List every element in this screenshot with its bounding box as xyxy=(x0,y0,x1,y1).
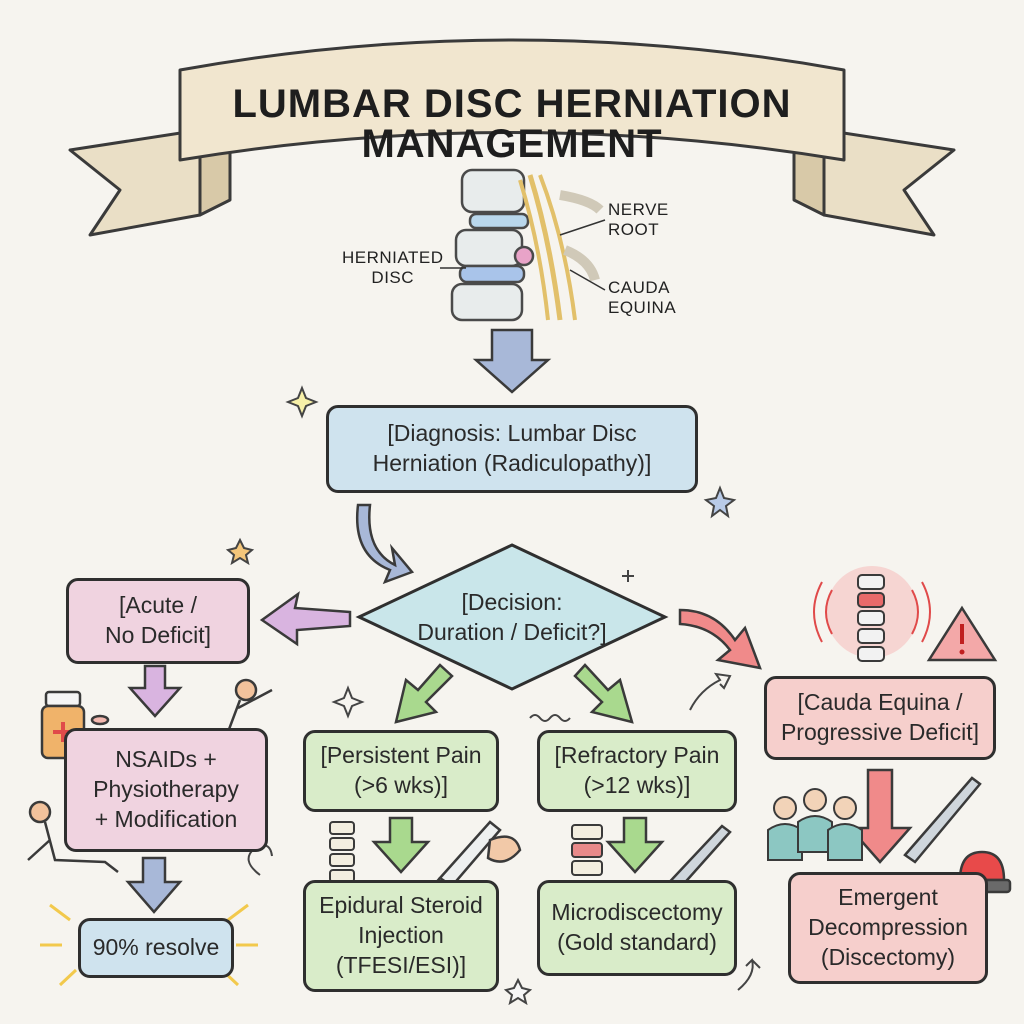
decision-diamond-shape xyxy=(355,543,669,691)
node-esi-text: Epidural Steroid Injection (TFESI/ESI)] xyxy=(319,892,483,978)
mini-spine-icon xyxy=(329,821,355,883)
node-diagnosis-text: [Diagnosis: Lumbar Disc Herniation (Radi… xyxy=(372,420,652,476)
arrow-spine-to-diagnosis xyxy=(472,328,552,394)
node-cauda-text: [Cauda Equina / Progressive Deficit] xyxy=(780,689,980,745)
node-cauda: [Cauda Equina / Progressive Deficit] xyxy=(764,676,996,760)
arrow-decision-to-acute xyxy=(259,591,352,647)
arrow-persistent-to-esi xyxy=(371,816,431,874)
node-microdisc: Microdiscectomy (Gold standard) xyxy=(537,880,737,976)
decorations xyxy=(225,385,761,1006)
node-decision-text: [Decision: Duration / Deficit?] xyxy=(417,588,607,645)
node-refractory-text: [Refractory Pain (>12 wks)] xyxy=(554,742,720,798)
spine-illustration xyxy=(440,168,606,322)
mini-spine-icon-2 xyxy=(571,824,603,876)
label-cauda-equina: CAUDA EQUINA xyxy=(608,278,677,318)
arrow-decision-to-persistent xyxy=(394,663,454,724)
node-esi: Epidural Steroid Injection (TFESI/ESI)] xyxy=(303,880,499,992)
warning-icon xyxy=(926,605,998,662)
node-decision: [Decision: Duration / Deficit?] xyxy=(380,580,644,655)
arrow-cauda-to-emergent xyxy=(847,768,913,864)
node-refractory: [Refractory Pain (>12 wks)] xyxy=(537,730,737,812)
arrow-conservative-to-resolve xyxy=(125,856,183,914)
resting-person-icon xyxy=(27,800,119,873)
node-microdisc-text: Microdiscectomy (Gold standard) xyxy=(551,899,723,955)
node-emergent: Emergent Decompression (Discectomy) xyxy=(788,872,988,984)
scalpel-icon xyxy=(903,776,982,864)
title-line-1: LUMBAR DISC HERNIATION xyxy=(232,82,792,126)
arrow-diagnosis-to-decision xyxy=(355,503,415,585)
node-diagnosis: [Diagnosis: Lumbar Disc Herniation (Radi… xyxy=(326,405,698,493)
label-nerve-root: NERVE ROOT xyxy=(608,200,669,240)
title-banner xyxy=(68,38,956,237)
surgeons-icon xyxy=(767,788,863,861)
syringe-icon xyxy=(427,820,522,893)
title-line-2: MANAGEMENT xyxy=(361,122,663,166)
resolve-glow xyxy=(40,903,258,987)
node-acute-text: [Acute / No Deficit] xyxy=(104,592,212,648)
node-conservative-text: NSAIDs + Physiotherapy + Modification xyxy=(93,746,239,832)
arrow-decision-to-refractory xyxy=(573,663,634,724)
node-resolve: 90% resolve xyxy=(78,918,234,978)
pain-spine-icon xyxy=(813,566,931,662)
arrow-refractory-to-microdisc xyxy=(605,816,665,874)
arrow-decision-to-cauda xyxy=(678,608,762,670)
node-persistent: [Persistent Pain (>6 wks)] xyxy=(303,730,499,812)
node-resolve-text: 90% resolve xyxy=(92,934,220,961)
node-persistent-text: [Persistent Pain (>6 wks)] xyxy=(320,742,482,798)
node-emergent-text: Emergent Decompression (Discectomy) xyxy=(808,884,968,970)
arrow-acute-to-conservative xyxy=(127,664,183,718)
node-acute: [Acute / No Deficit] xyxy=(66,578,250,664)
node-conservative: NSAIDs + Physiotherapy + Modification xyxy=(64,728,268,852)
label-herniated-disc: HERNIATED DISC xyxy=(342,248,444,288)
